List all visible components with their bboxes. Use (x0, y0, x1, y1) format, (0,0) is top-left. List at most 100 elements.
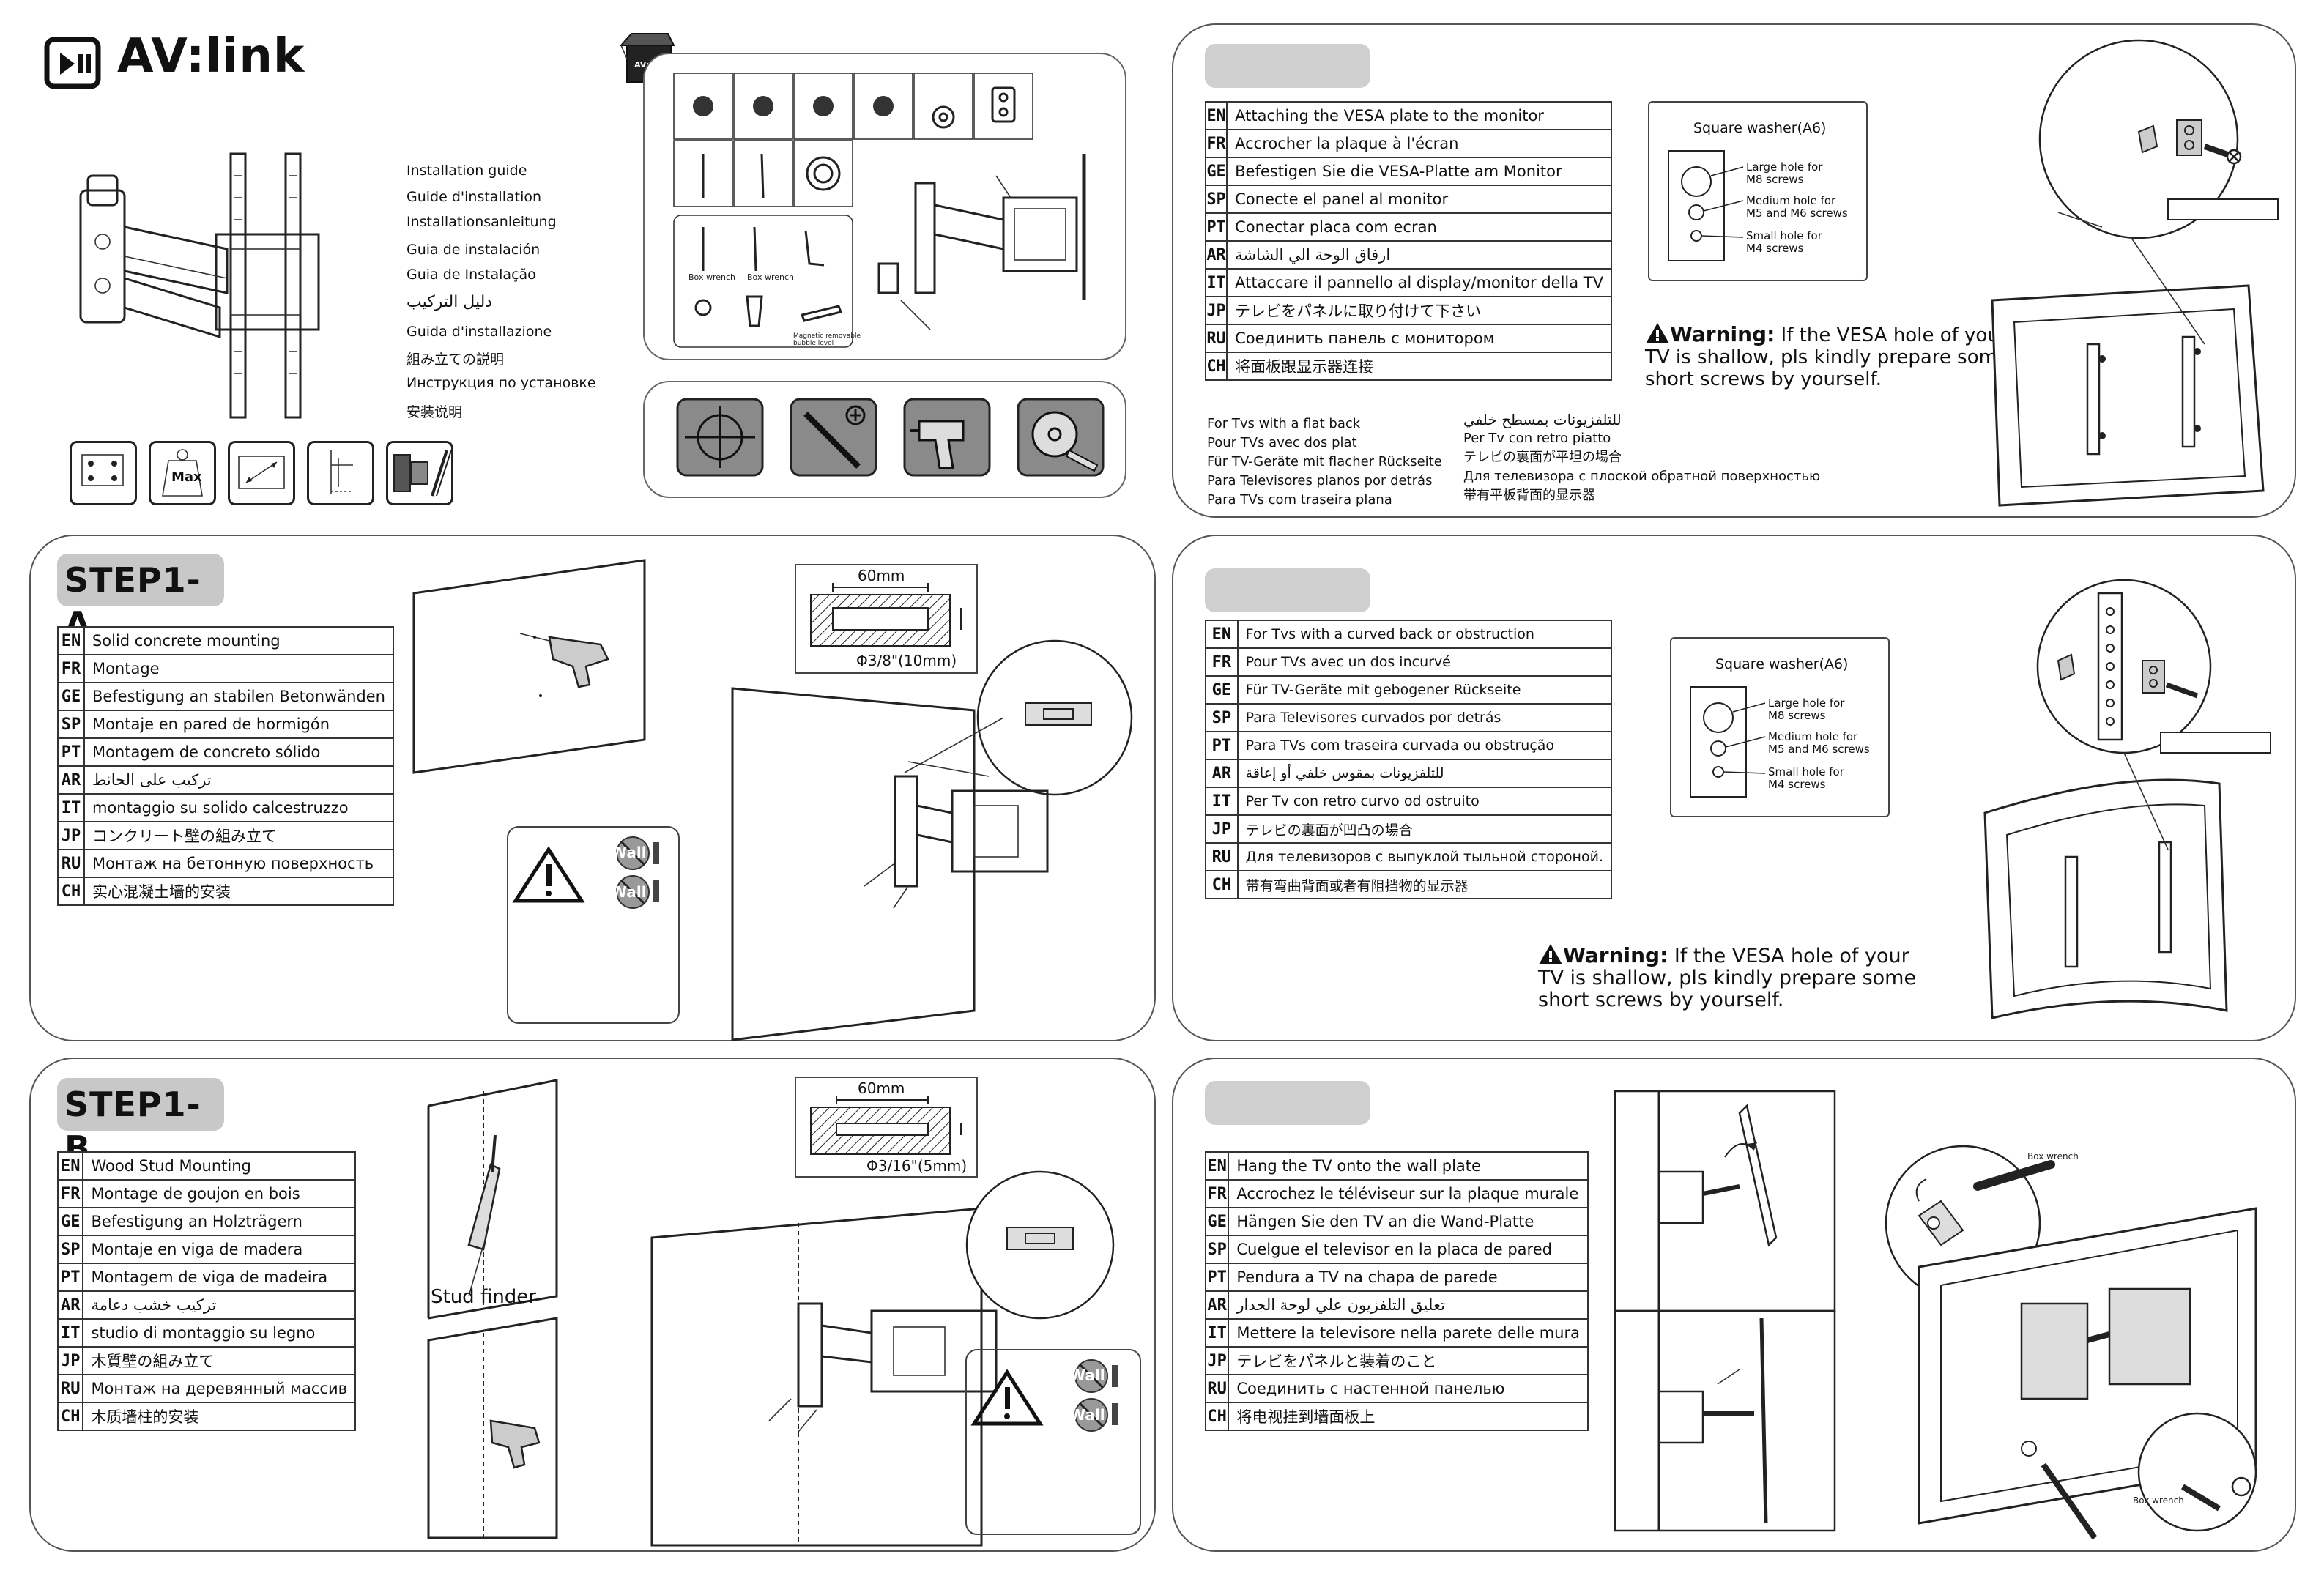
diameter-label: Φ3/8"(10mm) (856, 652, 957, 669)
lang-text: Pendura a TV na chapa de parede (1228, 1263, 1589, 1292)
lang-code: RU (57, 849, 85, 878)
lang-code: PT (1205, 731, 1239, 760)
lang-code: RU (1204, 1374, 1230, 1403)
lang-text: Для телевизоров с выпуклой тыльной сторо… (1236, 842, 1613, 871)
warning-text: TV is shallow, pls kindly prepare some (1538, 967, 1917, 989)
lang-code: SP (1205, 703, 1239, 732)
screwdriver-tool-icon (790, 398, 877, 477)
lang-code: RU (1205, 842, 1239, 871)
guide-title: Guide d'installation (406, 189, 542, 205)
lang-code: FR (1205, 647, 1239, 677)
step1b-depth-detail: 60mm Φ3/16"(5mm) (795, 1077, 978, 1178)
box-wrench-label: Box wrench (2133, 1495, 2184, 1506)
lang-text: تركيب على الحائط (83, 765, 395, 795)
lang-text: 将面板跟显示器连接 (1226, 352, 1612, 381)
guide-title: Инструкция по установке (406, 375, 596, 391)
box-wrench-label: Box wrench (2027, 1151, 2079, 1161)
lang-text: Соединить с настенной панелью (1228, 1374, 1589, 1403)
lang-text: Solid concrete mounting (83, 626, 395, 655)
lang-code: GE (56, 1207, 84, 1236)
step1a-wall-drilling-illustration (412, 559, 646, 774)
max-load-icon: Max (149, 441, 216, 505)
step2-flat-back-left: For Tvs with a flat back Pour TVs avec d… (1207, 415, 1442, 510)
lang-code: FR (57, 654, 85, 683)
lang-text: Montaje en pared de hormigón (83, 710, 395, 739)
guide-title: Installation guide (406, 163, 527, 179)
step2-warning-note: Warning: If the VESA hole of your TV is … (1645, 322, 2009, 390)
step4-side-view-illustration (1614, 1090, 1836, 1532)
box-wrench-label-2: Box wrench (747, 272, 794, 282)
depth-label: 60mm (858, 567, 905, 584)
lang-text: Hängen Sie den TV an die Wand-Platte (1228, 1207, 1589, 1236)
lang-text: テレビをパネルに取り付けて下さい (1226, 296, 1612, 325)
lang-code: FR (56, 1179, 84, 1208)
lang-code: IT (57, 793, 85, 822)
lang-code: JP (1204, 296, 1228, 325)
lang-text: 将电视挂到墙面板上 (1228, 1402, 1589, 1431)
warning-text: short screws by yourself. (1645, 368, 1882, 390)
lang-text: Befestigung an Holzträgern (82, 1207, 356, 1236)
lang-text: Montage de goujon en bois (82, 1179, 356, 1208)
screen-size-icon (228, 441, 295, 505)
warning-icon (1539, 944, 1562, 964)
warning-bold: Warning: (1670, 322, 1775, 346)
lang-text: Montaje en viga de madera (82, 1235, 356, 1264)
lang-code: AR (57, 765, 85, 795)
lang-text: تعليق التلفزيون علي لوحة الجدار (1228, 1290, 1589, 1320)
lang-code: GE (1204, 1207, 1230, 1236)
lang-code: EN (1204, 1151, 1230, 1181)
flat-back-note: Per Tv con retro piatto (1463, 431, 1611, 446)
flat-back-note: Para Televisores planos por detrás (1207, 473, 1433, 488)
lang-code: CH (1205, 870, 1239, 899)
flat-back-note: للتلفزيونات بمسطح خلفي (1463, 411, 1622, 428)
lang-code: CH (1204, 1402, 1230, 1431)
warning-icon (1646, 323, 1669, 343)
brand-name: AV:link (117, 29, 305, 83)
step1a-depth-detail: 60mm Φ3/8"(10mm) (795, 564, 978, 674)
step3-title-placeholder (1205, 568, 1370, 612)
lang-code: JP (1205, 814, 1239, 844)
lang-code: FR (1204, 1179, 1230, 1208)
warning-text: short screws by yourself. (1538, 989, 1784, 1011)
flat-back-note: Pour TVs avec dos plat (1207, 435, 1357, 450)
lang-text: studio di montaggio su legno (82, 1318, 356, 1348)
guide-title: Guia de instalación (406, 242, 541, 258)
lang-text: ارفاق الوحة الي الشاشة (1226, 240, 1612, 270)
lang-code: PT (56, 1263, 84, 1292)
lang-code: SP (56, 1235, 84, 1264)
lang-text: Conectar placa com ecran (1226, 212, 1612, 242)
lang-code: IT (1204, 268, 1228, 297)
boxed-mount-illustration (877, 154, 1086, 330)
tape-measure-tool-icon (1017, 398, 1105, 477)
lang-code: RU (56, 1374, 84, 1403)
guide-title: Guida d'installazione (406, 324, 552, 340)
wall-label: Wall (611, 844, 647, 861)
lang-code: PT (57, 737, 85, 767)
lang-text: 带有弯曲背面或者有阻挡物的显示器 (1236, 870, 1613, 899)
flat-back-note: 带有平板背面的显示器 (1463, 488, 1595, 503)
